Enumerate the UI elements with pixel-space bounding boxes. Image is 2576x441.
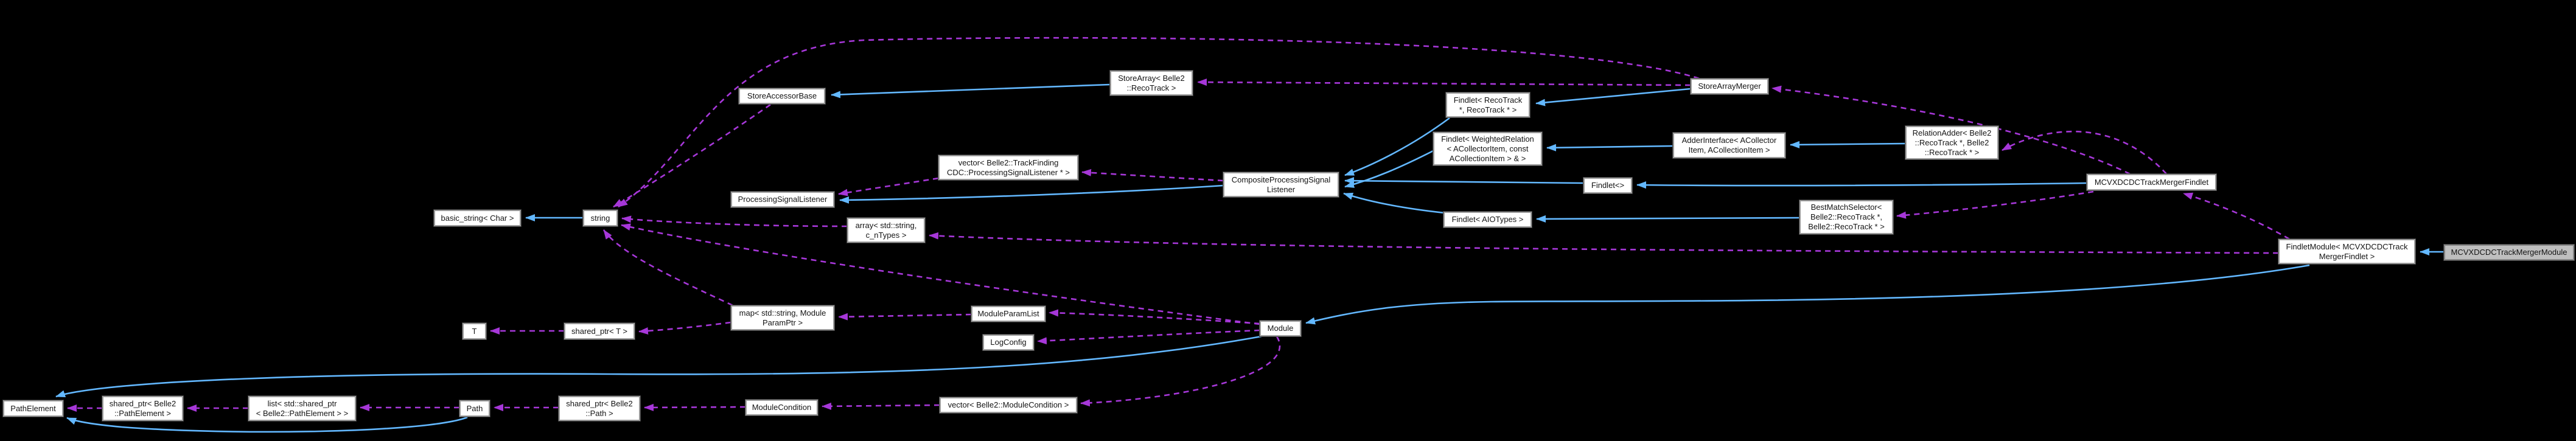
edge-best-match-selector-to-findlet-aiotypes: [1536, 215, 1800, 223]
graph-node-composite-psl[interactable]: CompositeProcessingSignal Listener: [1223, 172, 1339, 197]
edge-store-array-merger-to-store-array: [1197, 78, 1691, 86]
graph-node-label: PathElement: [10, 403, 56, 413]
graph-node-label: list< std::shared_ptr < Belle2::PathElem…: [256, 398, 349, 418]
graph-node-module-condition[interactable]: ModuleCondition: [745, 400, 818, 415]
edge-module-param-list-to-map-module-param: [838, 313, 972, 321]
graph-node-label: map< std::string, Module ParamPtr >: [739, 308, 826, 327]
graph-node-label: vector< Belle2::ModuleCondition >: [948, 400, 1069, 409]
graph-node-array-string[interactable]: array< std::string, c_nTypes >: [847, 218, 925, 243]
edge-module-to-log-config: [1037, 329, 1260, 345]
graph-node-label: array< std::string, c_nTypes >: [855, 220, 917, 240]
graph-node-adder-interface[interactable]: AdderInterface< ACollector Item, ACollec…: [1673, 133, 1785, 158]
edge-findlet-module-to-array-string: [929, 232, 2279, 254]
edge-module-to-vector-module-condition: [1080, 336, 1281, 407]
graph-node-shared-ptr-pathelement[interactable]: shared_ptr< Belle2 ::PathElement >: [102, 396, 183, 421]
graph-node-best-match-selector[interactable]: BestMatchSelector< Belle2::RecoTrack *, …: [1799, 200, 1893, 234]
graph-node-label: vector< Belle2::TrackFinding CDC::Proces…: [947, 158, 1070, 177]
graph-node-basic-string[interactable]: basic_string< Char >: [434, 210, 521, 226]
graph-node-label: Path: [466, 403, 483, 413]
graph-node-mcvxdcdc-findlet[interactable]: MCVXDCDCTrackMergerFindlet: [2087, 174, 2216, 190]
graph-node-store-accessor-base[interactable]: StoreAccessorBase: [739, 88, 825, 104]
edge-store-array-merger-to-string: [618, 36, 1700, 208]
graph-node-label: string: [590, 213, 610, 223]
graph-node-label: StoreAccessorBase: [747, 91, 817, 100]
graph-node-label: Findlet< RecoTrack *, RecoTrack * >: [1453, 95, 1523, 114]
graph-node-relation-adder[interactable]: RelationAdder< Belle2 ::RecoTrack *, Bel…: [1905, 126, 1998, 159]
graph-node-processing-signal-listener[interactable]: ProcessingSignalListener: [731, 192, 834, 207]
edge-findlet-recotrack-to-composite-psl: [1344, 117, 1450, 176]
graph-node-list-shared-ptr-pathelement[interactable]: list< std::shared_ptr < Belle2::PathElem…: [248, 396, 356, 421]
edge-mcvxdcdc-findlet-to-findlet-empty: [1636, 181, 2087, 189]
edge-relation-adder-to-adder-interface: [1790, 141, 1906, 148]
edge-findlet-empty-to-composite-psl: [1344, 177, 1584, 185]
graph-node-t[interactable]: T: [462, 323, 486, 339]
edge-module-condition-to-shared-ptr-path: [644, 403, 746, 411]
graph-node-findlet-empty[interactable]: Findlet<>: [1583, 178, 1632, 193]
graph-node-path[interactable]: Path: [459, 400, 490, 417]
graph-node-vector-module-condition[interactable]: vector< Belle2::ModuleCondition >: [940, 397, 1077, 413]
graph-node-label: ModuleCondition: [752, 403, 812, 412]
graph-node-label: FindletModule< MCVXDCDCTrack MergerFindl…: [2286, 241, 2408, 261]
edge-array-string-to-string: [621, 215, 848, 227]
edge-findlet-aiotypes-to-composite-psl: [1343, 192, 1445, 214]
edge-findlet-module-to-module: [1305, 264, 2310, 325]
edge-store-array-merger-to-findlet-recotrack: [1535, 88, 1691, 106]
graph-node-module[interactable]: Module: [1260, 321, 1301, 336]
graph-node-shared-ptr-t[interactable]: shared_ptr< T >: [564, 323, 635, 339]
graph-node-mcvxdcdc-module: MCVXDCDCTrackMergerModule: [2444, 245, 2574, 260]
edge-composite-psl-to-processing-signal-listener: [839, 184, 1224, 204]
graph-node-label: MCVXDCDCTrackMergerModule: [2451, 248, 2567, 257]
graph-node-label: shared_ptr< Belle2 ::PathElement >: [109, 398, 176, 418]
edge-findlet-module-to-mcvxdcdc-findlet: [2183, 192, 2290, 240]
graph-node-label: Findlet< WeightedRelation < ACollectorIt…: [1441, 134, 1534, 163]
graph-node-findlet-recotrack[interactable]: Findlet< RecoTrack *, RecoTrack * >: [1446, 92, 1530, 117]
edge-mcvxdcdc-findlet-to-best-match-selector: [1896, 190, 2094, 219]
graph-node-string[interactable]: string: [583, 210, 618, 226]
graph-node-shared-ptr-path[interactable]: shared_ptr< Belle2 ::Path >: [559, 396, 640, 421]
edge-module-to-string: [621, 223, 1260, 325]
graph-node-label: shared_ptr< Belle2 ::Path >: [566, 398, 633, 418]
graph-node-findlet-aiotypes[interactable]: Findlet< AIOTypes >: [1443, 212, 1532, 227]
edge-map-module-param-to-shared-ptr-t: [638, 321, 731, 335]
edge-mcvxdcdc-findlet-to-relation-adder: [2002, 130, 2167, 175]
graph-node-store-array-merger[interactable]: StoreArrayMerger: [1691, 78, 1768, 94]
graph-node-label: RelationAdder< Belle2 ::RecoTrack *, Bel…: [1912, 128, 1992, 157]
graph-node-store-array[interactable]: StoreArray< Belle2 ::RecoTrack >: [1110, 71, 1193, 95]
graph-node-label: StoreArray< Belle2 ::RecoTrack >: [1118, 73, 1185, 92]
graph-node-findlet-module[interactable]: FindletModule< MCVXDCDCTrack MergerFindl…: [2278, 239, 2415, 264]
edge-vector-psl-to-processing-signal-listener: [838, 177, 939, 196]
edge-path-to-path-element: [66, 416, 468, 433]
graph-node-label: ProcessingSignalListener: [738, 195, 828, 204]
graph-node-label: MCVXDCDCTrackMergerFindlet: [2094, 177, 2209, 187]
graph-node-vector-psl[interactable]: vector< Belle2::TrackFinding CDC::Proces…: [938, 155, 1078, 180]
graph-node-label: Module: [1267, 324, 1294, 333]
graph-node-log-config[interactable]: LogConfig: [983, 335, 1034, 350]
graph-node-map-module-param[interactable]: map< std::string, Module ParamPtr >: [731, 305, 834, 330]
graph-node-label: T: [472, 326, 477, 336]
edge-vector-module-condition-to-module-condition: [822, 402, 940, 410]
edge-adder-interface-to-findlet-weighted: [1546, 144, 1674, 151]
graph-node-label: ModuleParamList: [977, 309, 1039, 318]
edge-findlet-weighted-to-composite-psl: [1344, 150, 1434, 188]
graph-node-label: Findlet< AIOTypes >: [1451, 215, 1524, 224]
edge-module-to-path-element: [55, 335, 1262, 398]
edge-composite-psl-to-vector-psl: [1081, 168, 1224, 182]
graph-node-label: shared_ptr< T >: [571, 326, 628, 336]
graph-node-findlet-weighted[interactable]: Findlet< WeightedRelation < ACollectorIt…: [1433, 132, 1542, 165]
edge-map-module-param-to-string: [602, 229, 733, 307]
graph-node-label: Findlet<>: [1591, 181, 1625, 190]
graph-node-label: basic_string< Char >: [441, 213, 514, 223]
graph-node-label: LogConfig: [990, 338, 1027, 347]
graph-node-label: BestMatchSelector< Belle2::RecoTrack *, …: [1808, 203, 1885, 231]
graph-node-label: AdderInterface< ACollector Item, ACollec…: [1681, 136, 1777, 155]
edge-module-to-module-param-list: [1049, 309, 1260, 325]
graph-node-label: StoreArrayMerger: [1698, 82, 1761, 91]
graph-node-module-param-list[interactable]: ModuleParamList: [971, 306, 1045, 322]
edge-mcvxdcdc-findlet-to-store-array-merger: [1771, 85, 2131, 175]
edge-store-array-to-store-accessor-base: [831, 83, 1111, 99]
graph-node-path-element[interactable]: PathElement: [3, 400, 63, 417]
graph-node-label: CompositeProcessingSignal Listener: [1231, 175, 1331, 194]
